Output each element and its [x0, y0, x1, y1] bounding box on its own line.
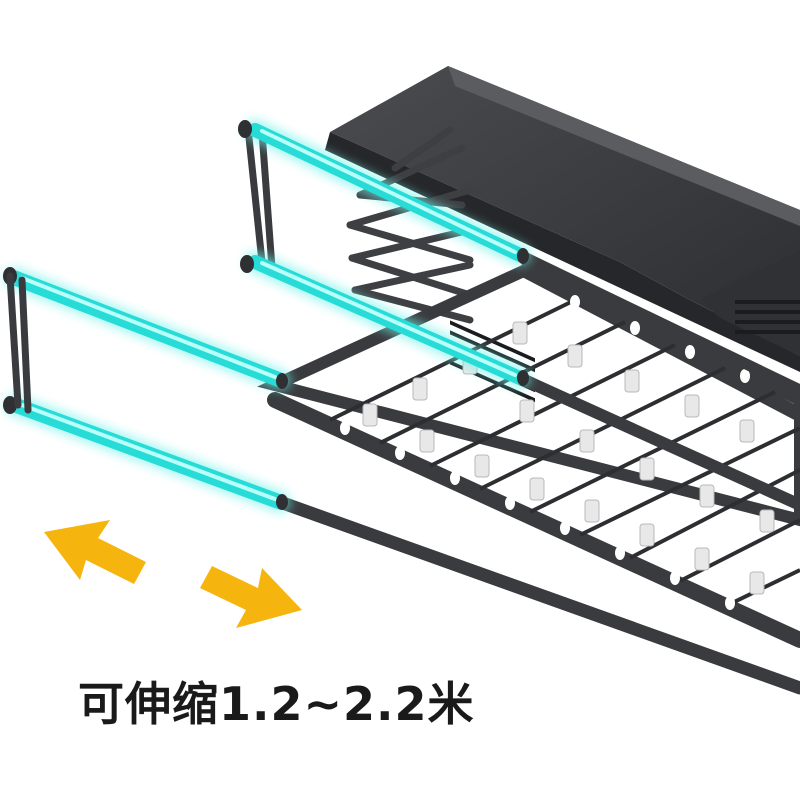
hanger-clips: [362, 321, 775, 595]
rack-frame: [257, 261, 800, 648]
arrow-right-icon: [200, 566, 302, 628]
rear-bracket: [244, 124, 276, 272]
uv-light-tubes: [3, 119, 531, 513]
product-caption: 可伸缩1.2~2.2米: [78, 677, 475, 731]
front-bracket: [6, 272, 32, 414]
extension-rods: [273, 249, 800, 695]
arrow-left-icon: [44, 520, 146, 584]
